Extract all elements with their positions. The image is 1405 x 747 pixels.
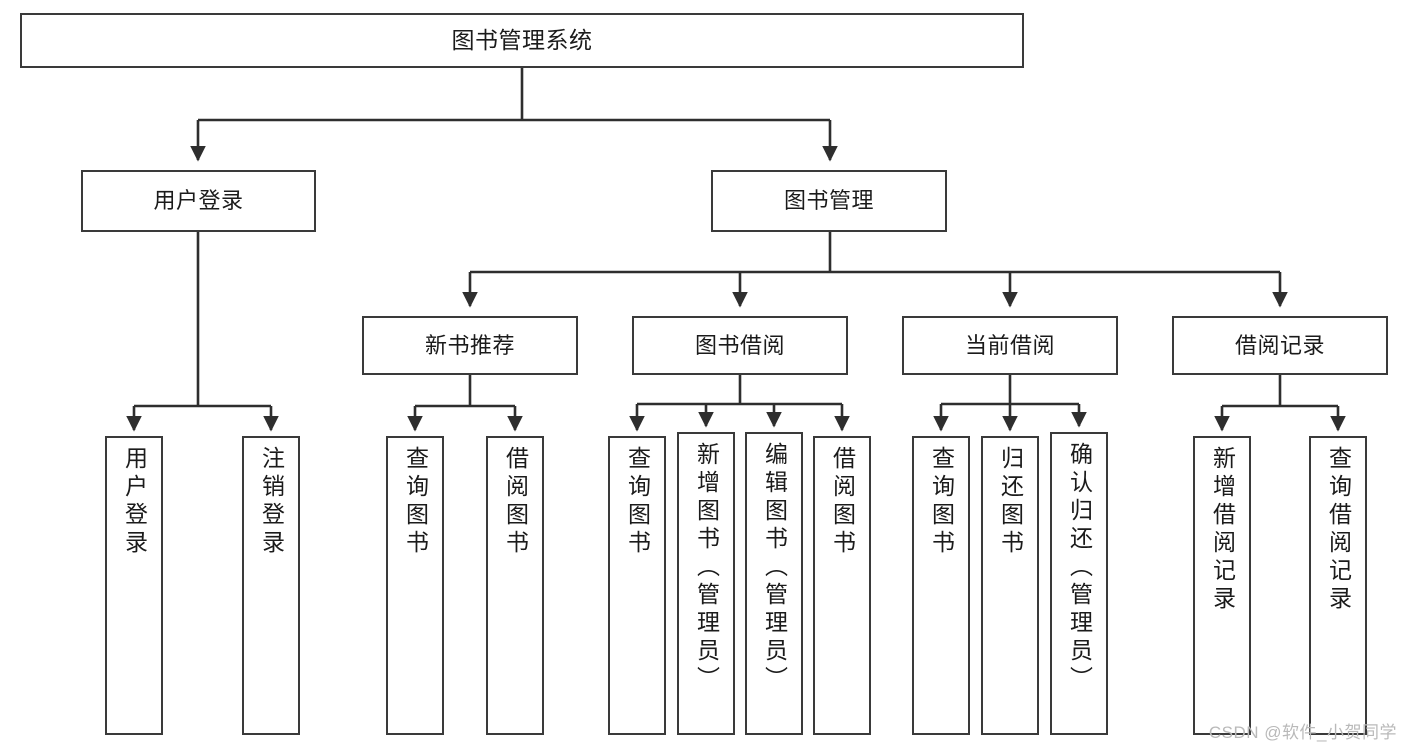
node-label: 查询图书: [928, 446, 955, 558]
leaf-edit-book-admin[interactable]: 编辑图书（管理员）: [745, 432, 803, 735]
node-label: 借阅图书: [829, 446, 856, 558]
leaf-borrow-book-recommend[interactable]: 借阅图书: [486, 436, 544, 735]
node-label: 借阅图书: [502, 446, 529, 558]
node-label: 用户登录: [121, 446, 148, 558]
node-label: 新增借阅记录: [1209, 446, 1236, 614]
node-label: 图书借阅: [694, 332, 785, 358]
node-label: 用户登录: [153, 188, 244, 214]
node-label: 归还图书: [997, 446, 1024, 558]
leaf-query-book-current[interactable]: 查询图书: [912, 436, 970, 735]
node-label: 确认归还（管理员）: [1066, 442, 1093, 694]
node-user-login[interactable]: 用户登录: [81, 170, 316, 232]
node-book-borrow[interactable]: 图书借阅: [632, 316, 848, 375]
node-label: 当前借阅: [964, 332, 1055, 358]
leaf-query-book-borrow[interactable]: 查询图书: [608, 436, 666, 735]
leaf-query-book-recommend[interactable]: 查询图书: [386, 436, 444, 735]
leaf-add-borrow-record[interactable]: 新增借阅记录: [1193, 436, 1251, 735]
leaf-confirm-return-admin[interactable]: 确认归还（管理员）: [1050, 432, 1108, 735]
node-borrow-record[interactable]: 借阅记录: [1172, 316, 1388, 375]
node-label: 查询图书: [624, 446, 651, 558]
watermark-text: CSDN @软件_小贺同学: [1208, 723, 1397, 742]
node-label: 注销登录: [258, 446, 285, 558]
node-label: 新书推荐: [424, 332, 515, 358]
node-label: 图书管理: [783, 188, 874, 214]
leaf-user-login[interactable]: 用户登录: [105, 436, 163, 735]
leaf-borrow-book[interactable]: 借阅图书: [813, 436, 871, 735]
node-current-borrow[interactable]: 当前借阅: [902, 316, 1118, 375]
leaf-logout[interactable]: 注销登录: [242, 436, 300, 735]
node-label: 新增图书（管理员）: [693, 442, 720, 694]
node-root-system[interactable]: 图书管理系统: [20, 13, 1024, 68]
leaf-add-book-admin[interactable]: 新增图书（管理员）: [677, 432, 735, 735]
node-label: 编辑图书（管理员）: [761, 442, 788, 694]
node-label: 查询图书: [402, 446, 429, 558]
node-book-management[interactable]: 图书管理: [711, 170, 947, 232]
leaf-query-borrow-record[interactable]: 查询借阅记录: [1309, 436, 1367, 735]
node-label: 借阅记录: [1234, 332, 1325, 358]
node-label: 查询借阅记录: [1325, 446, 1352, 614]
node-label: 图书管理系统: [451, 26, 593, 53]
node-new-book-recommend[interactable]: 新书推荐: [362, 316, 578, 375]
leaf-return-book[interactable]: 归还图书: [981, 436, 1039, 735]
